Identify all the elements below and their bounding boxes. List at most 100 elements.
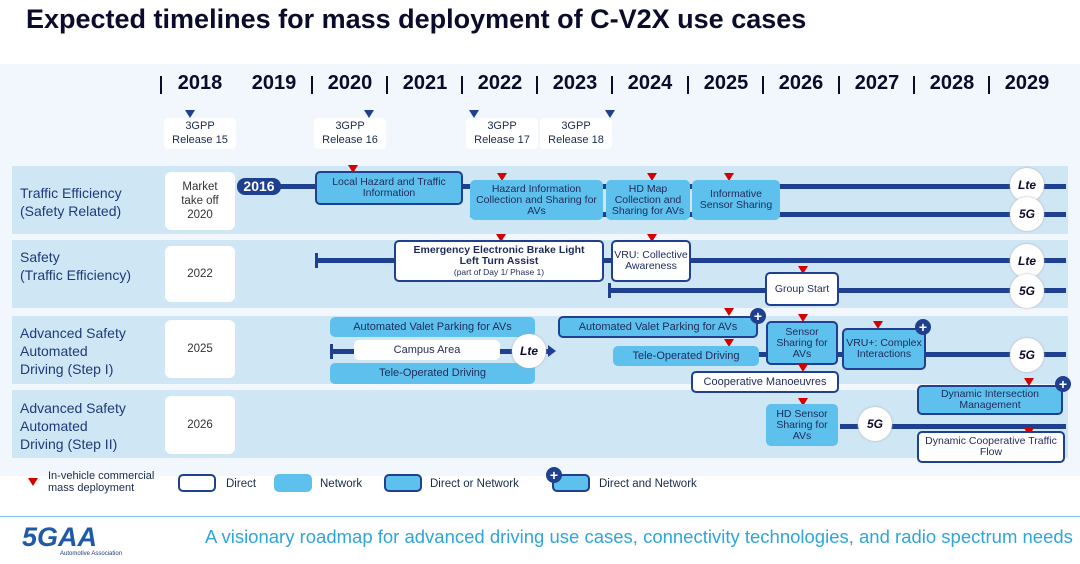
bar-endcap bbox=[315, 253, 318, 268]
year-label: 2019 bbox=[251, 72, 297, 94]
year-label: 2020 bbox=[327, 72, 373, 94]
bar-endcap bbox=[608, 283, 611, 298]
year-divider bbox=[687, 76, 689, 94]
legend-marker-label: In-vehicle commercial mass deployment bbox=[48, 470, 155, 494]
deployment-marker-icon bbox=[647, 234, 657, 242]
tagline: A visionary roadmap for advanced driving… bbox=[205, 526, 1073, 547]
deployment-marker-icon bbox=[1024, 378, 1034, 386]
use-case-hazard-info: Hazard Information Collection and Sharin… bbox=[470, 180, 603, 220]
arrow-head-icon bbox=[548, 345, 556, 357]
use-case-avp-plus: Automated Valet Parking for AVs bbox=[558, 316, 758, 338]
release-marker-icon bbox=[605, 110, 615, 118]
logo-subtitle: Automotive Association bbox=[60, 551, 123, 557]
year-label: 2022 bbox=[477, 72, 523, 94]
page-title: Expected timelines for mass deployment o… bbox=[26, 4, 807, 34]
deployment-box: 2026 bbox=[165, 396, 235, 454]
use-case-tod-plus: Tele-Operated Driving bbox=[613, 346, 759, 366]
year-label: 2029 bbox=[1004, 72, 1050, 94]
use-case-avp-network: Automated Valet Parking for AVs bbox=[330, 317, 535, 337]
deployment-box: 2022 bbox=[165, 246, 235, 302]
year-label: 2021 bbox=[402, 72, 448, 94]
deployment-marker-icon bbox=[798, 266, 808, 274]
bar-endcap bbox=[330, 344, 333, 359]
deployment-marker-icon bbox=[497, 173, 507, 181]
deployment-marker-icon bbox=[873, 321, 883, 329]
five-g-icon: 5G bbox=[1010, 274, 1044, 308]
use-case-vru-plus: VRU+: Complex Interactions bbox=[842, 328, 926, 370]
deployment-marker-icon bbox=[496, 234, 506, 242]
use-case-group-start: Group Start bbox=[765, 272, 839, 306]
legend-direct-or-network-label: Direct or Network bbox=[430, 478, 519, 490]
lte-icon: Lte bbox=[1010, 168, 1044, 202]
plus-icon: + bbox=[546, 467, 562, 483]
plus-icon: + bbox=[915, 319, 931, 335]
year-divider bbox=[762, 76, 764, 94]
use-case-tod-network: Tele-Operated Driving bbox=[330, 363, 535, 384]
legend-network-label: Network bbox=[320, 478, 363, 490]
plus-icon: + bbox=[1055, 376, 1071, 392]
five-g-icon: 5G bbox=[1010, 338, 1044, 372]
use-case-local-hazard: Local Hazard and Traffic Information bbox=[315, 171, 463, 205]
year-label: 2026 bbox=[778, 72, 824, 94]
use-case-campus: Campus Area bbox=[354, 340, 500, 360]
deployment-marker-icon bbox=[724, 173, 734, 181]
deployment-marker-icon bbox=[724, 339, 734, 347]
year-label: 2027 bbox=[854, 72, 900, 94]
5gaa-logo: 5GAA bbox=[22, 522, 98, 552]
legend-marker-icon bbox=[28, 478, 38, 486]
year-divider bbox=[988, 76, 990, 94]
year-divider bbox=[311, 76, 313, 94]
use-case-hd-sensor: HD Sensor Sharing for AVs bbox=[766, 404, 838, 446]
release-marker-icon bbox=[469, 110, 479, 118]
legend-network-swatch bbox=[274, 474, 312, 492]
legend-direct-swatch bbox=[178, 474, 216, 492]
release-marker-icon bbox=[364, 110, 374, 118]
use-case-vru: VRU: Collective Awareness bbox=[611, 240, 691, 282]
legend-direct-or-network-swatch bbox=[384, 474, 422, 492]
lte-icon: Lte bbox=[512, 334, 546, 368]
year-divider bbox=[536, 76, 538, 94]
year-divider bbox=[160, 76, 162, 94]
row-label: Traffic Efficiency(Safety Related) bbox=[20, 185, 122, 219]
use-case-coop-manoeuvres: Cooperative Manoeuvres bbox=[691, 371, 839, 393]
deployment-marker-icon bbox=[798, 398, 808, 406]
footer-divider bbox=[0, 516, 1080, 517]
year-divider bbox=[611, 76, 613, 94]
year-label: 2018 bbox=[177, 72, 223, 94]
release-marker-icon bbox=[185, 110, 195, 118]
five-g-icon: 5G bbox=[858, 407, 892, 441]
use-case-dyn-intersection: Dynamic Intersection Management bbox=[917, 385, 1063, 415]
year-label: 2028 bbox=[929, 72, 975, 94]
deployment-marker-icon bbox=[798, 314, 808, 322]
use-case-informative-sensor: Informative Sensor Sharing bbox=[692, 180, 780, 220]
deployment-marker-icon bbox=[647, 173, 657, 181]
use-case-hd-map: HD Map Collection and Sharing for AVs bbox=[606, 180, 690, 220]
plus-icon: + bbox=[750, 308, 766, 324]
year-divider bbox=[913, 76, 915, 94]
year-label: 2023 bbox=[552, 72, 598, 94]
legend-direct-and-network-label: Direct and Network bbox=[599, 478, 697, 490]
deployment-marker-icon bbox=[724, 308, 734, 316]
year-label: 2025 bbox=[703, 72, 749, 94]
year-divider bbox=[461, 76, 463, 94]
row-label: Safety(Traffic Efficiency) bbox=[20, 249, 131, 283]
legend-direct-and-network-swatch bbox=[552, 474, 590, 492]
legend-direct-label: Direct bbox=[226, 478, 257, 490]
year-divider bbox=[838, 76, 840, 94]
deployment-box: 2025 bbox=[165, 320, 235, 378]
year-divider bbox=[386, 76, 388, 94]
use-case-eebl: Emergency Electronic Brake Light Left Tu… bbox=[394, 240, 604, 282]
timeline-bar-5g bbox=[840, 424, 1066, 429]
five-g-icon: 5G bbox=[1010, 197, 1044, 231]
use-case-dyn-coop-traffic: Dynamic Cooperative Traffic Flow bbox=[917, 431, 1065, 463]
lte-icon: Lte bbox=[1010, 244, 1044, 278]
start-tag: 2016 bbox=[237, 178, 281, 195]
use-case-sensor-sharing: Sensor Sharing for AVs bbox=[766, 321, 838, 365]
deployment-marker-icon bbox=[798, 364, 808, 372]
